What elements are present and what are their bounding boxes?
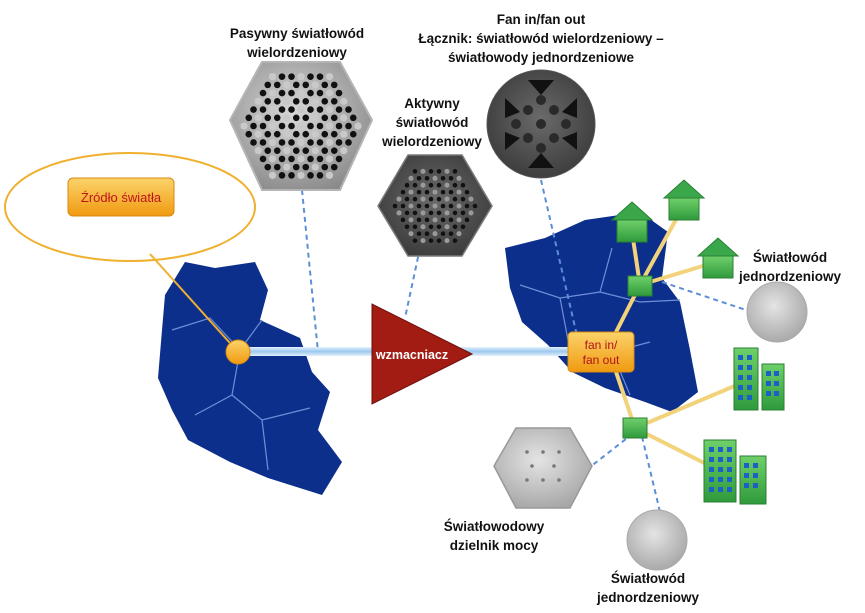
- right-city-map: [505, 212, 698, 412]
- single-core-fiber-bottom: [626, 509, 688, 571]
- fan-title-line1: Fan in/fan out: [497, 12, 586, 27]
- light-source-node: [225, 339, 251, 365]
- splice-box-lower: [622, 417, 648, 439]
- left-city-map: [158, 262, 342, 495]
- single-bottom-label-line2: jednordzeniowy: [596, 590, 700, 605]
- passive-label-line1: Pasywny światłowód: [230, 26, 364, 41]
- fan-title-line3: światłowody jednordzeniowe: [448, 50, 635, 65]
- house-icon: [696, 237, 740, 279]
- passive-fiber-cross-section: [228, 61, 374, 191]
- active-label-line2: światłowód: [396, 115, 469, 130]
- splitter-cross-section: [493, 427, 593, 509]
- house-icon: [610, 201, 654, 243]
- active-label-line3: wielordzeniowy: [381, 134, 482, 149]
- fan-box-line2: fan out: [583, 353, 620, 367]
- splice-box-upper: [627, 275, 653, 297]
- building-windows: [709, 355, 779, 492]
- amplifier-triangle: wzmacniacz: [371, 303, 474, 405]
- splitter-label-line1: Światłowodowy: [444, 519, 545, 534]
- amplifier-label: wzmacniacz: [375, 348, 448, 362]
- single-bottom-label-line1: Światłowód: [611, 571, 685, 586]
- fan-box-line1: fan in/: [585, 338, 618, 352]
- fan-in-out-box: fan in/ fan out: [567, 331, 635, 373]
- passive-label-line2: wielordzeniowy: [246, 45, 347, 60]
- house-icon: [662, 179, 706, 221]
- active-label-line1: Aktywny: [404, 96, 460, 111]
- single-right-label-line2: jednordzeniowy: [738, 269, 842, 284]
- source-box: Źródło światła: [67, 177, 175, 217]
- source-label: Źródło światła: [81, 190, 162, 205]
- active-fiber-cross-section: [377, 154, 493, 257]
- splitter-label-line2: dzielnik mocy: [450, 538, 539, 553]
- single-core-fiber-right: [746, 281, 808, 343]
- single-right-label-line1: Światłowód: [753, 250, 827, 265]
- fan-title-line2: Łącznik: światłowód wielordzeniowy –: [418, 31, 664, 46]
- fan-in-out-cross-section: [486, 69, 596, 179]
